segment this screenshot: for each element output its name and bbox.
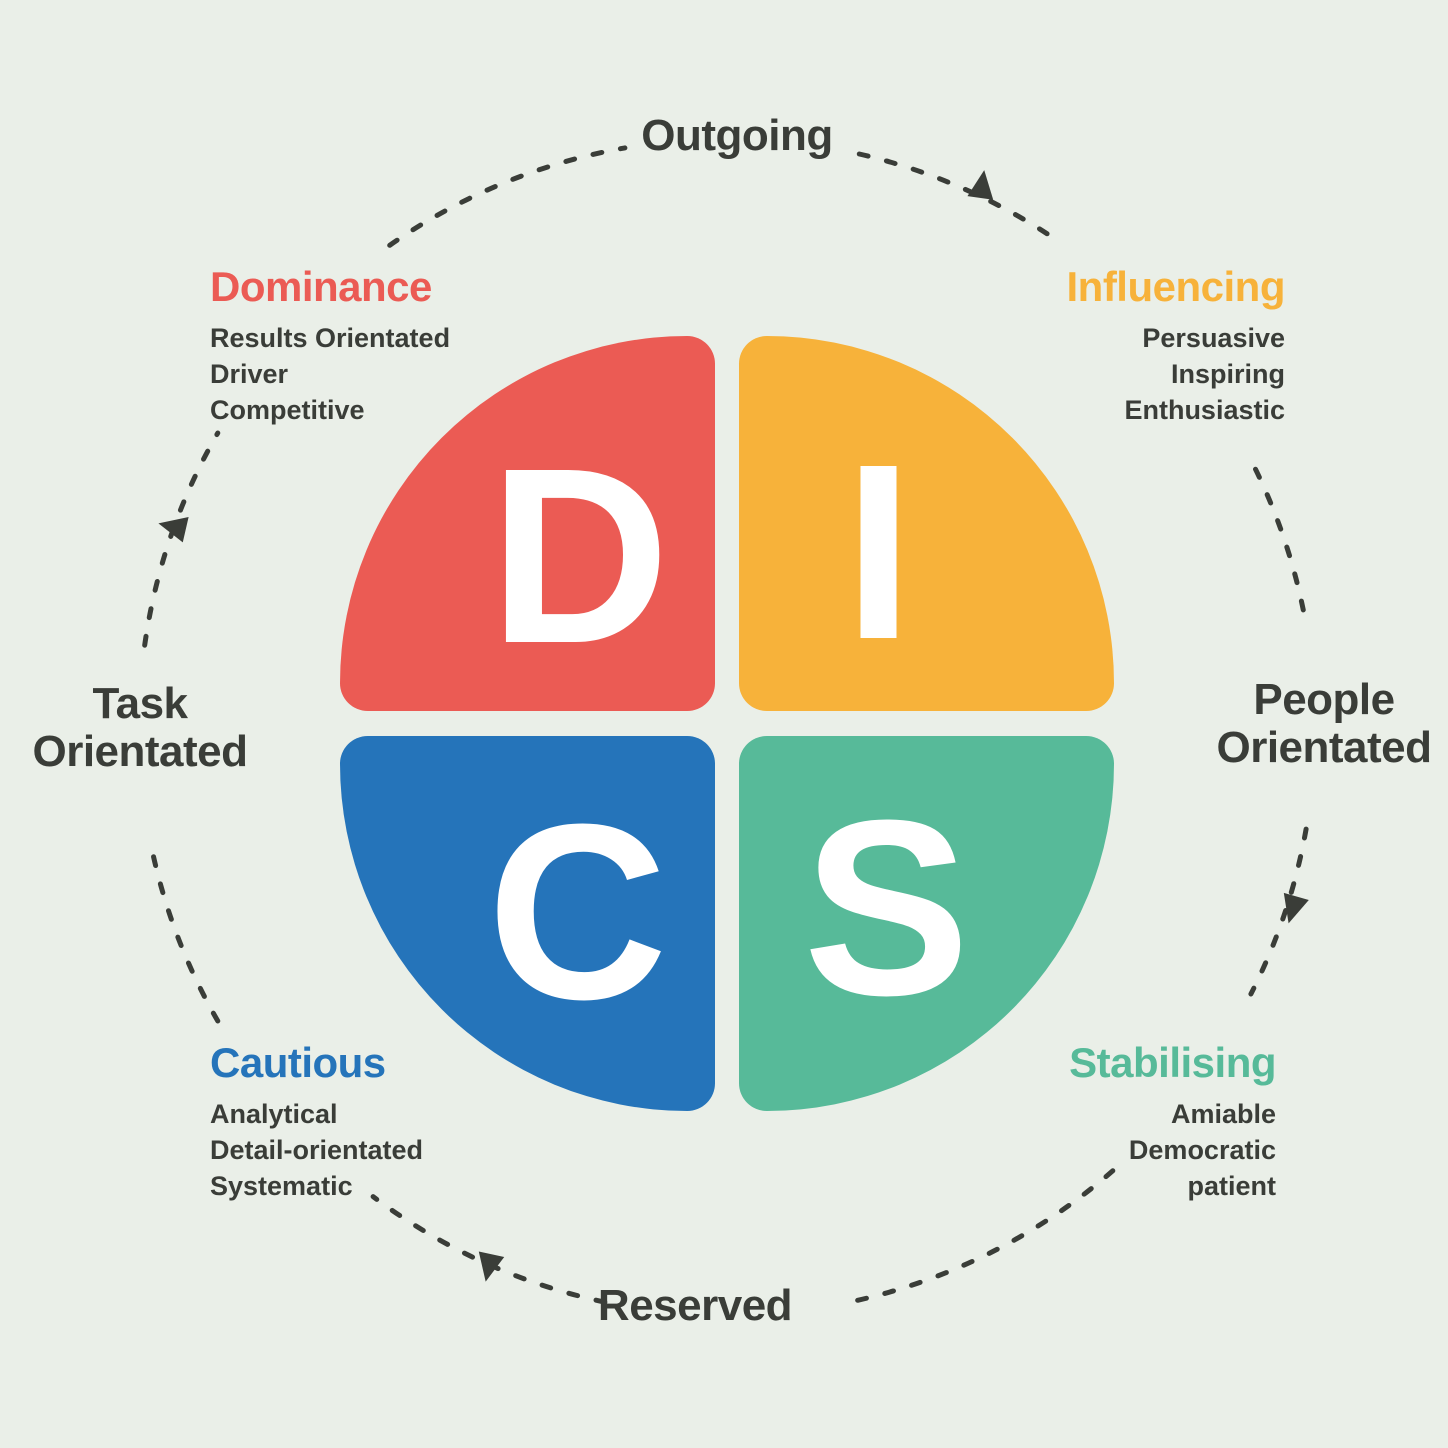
flow-arrowhead-nw-icon [158,517,189,543]
trait-item: Inspiring [1171,358,1285,389]
axis-label-people-orientated: People Orientated [1124,676,1448,772]
flow-arrowhead-sw-icon [478,1251,505,1282]
flow-arrowhead-ne-icon [967,170,994,200]
trait-item: Persuasive [1142,322,1285,353]
axis-label-line: Orientated [1216,723,1432,772]
flow-arc-top-left-2 [387,145,628,248]
flow-arc-bottom-left-2 [149,846,221,1024]
flow-arc-top-right-1 [856,151,1059,242]
quadrant-letter-i: I [843,411,914,691]
trait-item: Detail-orientated [210,1134,424,1165]
trait-item: patient [1187,1170,1276,1201]
trait-item: Systematic [210,1170,353,1201]
axis-label-task-orientated: Task Orientated [0,680,280,776]
quadrant-letter-c: C [487,771,668,1051]
axis-label-line: Task [92,679,188,728]
flow-arc-bottom-left-1 [370,1194,608,1305]
trait-item: Analytical [210,1098,338,1129]
corner-title-influencing: Influencing [1066,263,1286,310]
trait-item: Competitive [210,394,365,425]
axis-label-line: People [1253,675,1395,724]
quadrant-segment-dominance: D [340,336,715,711]
corner-block-cautious: Cautious Analytical Detail-orientated Sy… [210,1038,570,1204]
quadrant-letter-d: D [489,415,670,695]
corner-block-dominance: Dominance Results Orientated Driver Comp… [210,262,570,428]
flow-arc-top-left-1 [142,430,221,648]
axis-label-reserved: Reserved [597,1281,793,1330]
flow-arc-top-right-2 [1253,466,1309,628]
axis-label-line: Orientated [32,727,248,776]
quadrant-letter-s: S [803,767,970,1047]
trait-item: Democratic [1128,1134,1276,1165]
corner-block-influencing: Influencing Persuasive Inspiring Enthusi… [925,262,1286,428]
trait-item: Enthusiastic [1124,394,1285,425]
flow-arc-bottom-right-1 [1248,826,1309,997]
corner-title-dominance: Dominance [210,263,432,310]
axis-label-outgoing: Outgoing [641,111,833,160]
trait-item: Results Orientated [210,322,451,353]
corner-title-cautious: Cautious [210,1039,386,1086]
corner-title-stabilising: Stabilising [1069,1039,1276,1086]
flow-arrowhead-se-icon [1283,892,1309,924]
corner-block-stabilising: Stabilising Amiable Democratic patient [916,1038,1276,1204]
quadrant-segment-stabilising: S [739,736,1114,1111]
trait-item: Amiable [1170,1098,1276,1129]
trait-item: Driver [210,358,289,389]
quadrant-segment-influencing: I [739,336,1114,711]
